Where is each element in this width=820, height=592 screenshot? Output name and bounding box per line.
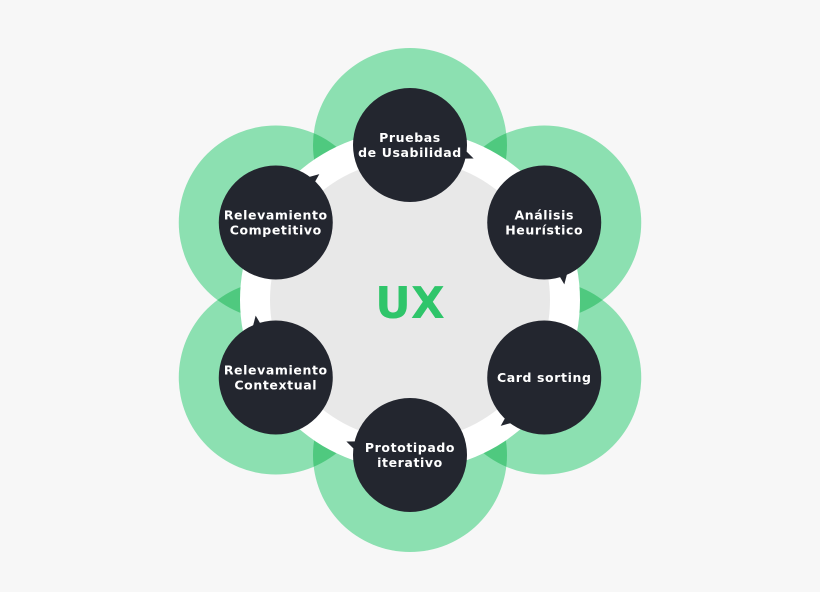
node-label-line: Relevamiento <box>224 208 328 223</box>
node-circle <box>487 165 602 280</box>
node-circle <box>218 165 333 280</box>
node-circle <box>353 398 467 512</box>
hub-circle <box>270 160 550 440</box>
node-label-line: iterativo <box>377 455 443 470</box>
node-circle <box>353 88 467 202</box>
node-label-line: Pruebas <box>379 130 441 145</box>
node-label-line: Competitivo <box>230 223 322 238</box>
node-circle <box>218 320 333 435</box>
node-label-line: de Usabilidad <box>358 145 462 160</box>
node-label-line: Relevamiento <box>224 363 328 378</box>
node-label-line: Análisis <box>514 208 574 223</box>
node-card: Card sorting <box>487 320 602 435</box>
node-circle <box>487 320 602 435</box>
node-label-line: Prototipado <box>365 440 455 455</box>
node-label-line: Heurístico <box>505 223 583 238</box>
node-label-line: Card sorting <box>497 370 592 385</box>
node-label-line: Contextual <box>234 378 317 393</box>
center-label: UX <box>375 278 445 329</box>
